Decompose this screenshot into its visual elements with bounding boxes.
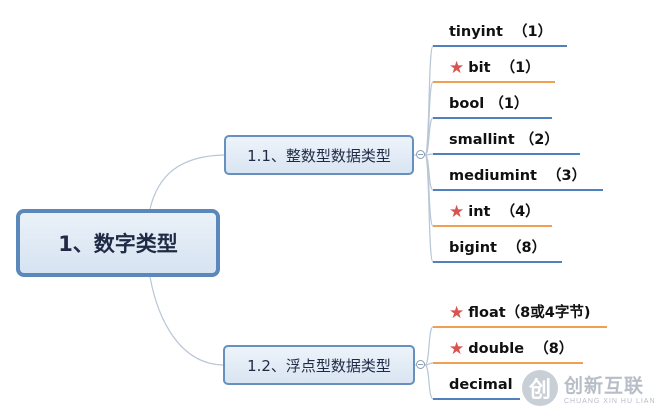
star-icon: ★ [449, 202, 465, 222]
branch-label: 1.2、浮点型数据类型 [247, 356, 391, 375]
watermark: 创 创新互联 CHUANG XIN HU LIAN [522, 362, 662, 414]
leaf-label: int （4） [468, 204, 540, 220]
watermark-subtext: CHUANG XIN HU LIAN [564, 398, 656, 405]
watermark-text: 创新互联 [564, 375, 645, 397]
leaf-label: double （8） [468, 341, 574, 357]
leaf-decimal[interactable]: decimal [449, 374, 513, 396]
star-icon: ★ [449, 58, 465, 78]
root-node[interactable]: 1、数字类型 [16, 209, 220, 277]
branch-node-float[interactable]: 1.2、浮点型数据类型 [223, 345, 415, 385]
leaf-float[interactable]: ★ float（8或4字节) [449, 302, 590, 324]
leaf-mediumint[interactable]: mediumint （3） [449, 165, 586, 187]
branch-to-leaf-connector [424, 154, 434, 263]
star-icon: ★ [449, 339, 465, 359]
leaf-bit[interactable]: ★ bit （1） [449, 57, 540, 79]
leaf-label: bigint （8） [449, 240, 547, 256]
leaf-bigint[interactable]: bigint （8） [449, 237, 546, 259]
leaf-label: tinyint （1） [449, 24, 553, 40]
branch-node-integer[interactable]: 1.1、整数型数据类型 [224, 135, 414, 175]
leaf-label: float（8或4字节) [468, 305, 591, 321]
leaf-label: decimal [449, 377, 513, 393]
leaf-label: mediumint （3） [449, 168, 587, 184]
branch-to-leaf-connector [424, 326, 434, 366]
leaf-int[interactable]: ★ int （4） [449, 201, 540, 223]
collapse-toggle-icon[interactable] [416, 150, 425, 159]
watermark-logo: 创 [522, 370, 558, 406]
root-label: 1、数字类型 [58, 232, 178, 256]
branch-label: 1.1、整数型数据类型 [247, 146, 391, 165]
root-to-branch-connector [149, 276, 224, 366]
branch-to-leaf-connector [424, 117, 434, 156]
leaf-bool[interactable]: bool （1） [449, 93, 528, 115]
star-icon: ★ [449, 303, 465, 323]
leaf-label: smallint （2） [449, 132, 559, 148]
collapse-toggle-icon[interactable] [416, 360, 425, 369]
leaf-label: bit （1） [468, 60, 540, 76]
leaf-smallint[interactable]: smallint （2） [449, 129, 559, 151]
leaf-double[interactable]: ★ double （8） [449, 338, 573, 360]
root-to-branch-connector [149, 154, 225, 210]
branch-to-leaf-connector [424, 364, 434, 400]
leaf-tinyint[interactable]: tinyint （1） [449, 21, 552, 43]
leaf-label: bool （1） [449, 96, 529, 112]
